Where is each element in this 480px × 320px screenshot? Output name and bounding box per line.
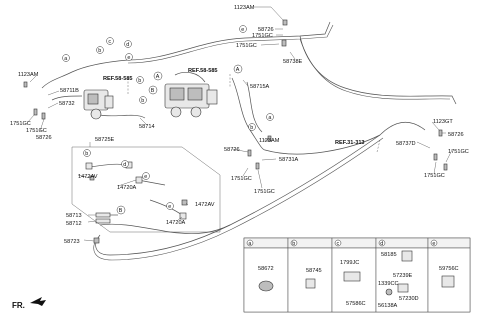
legend-letter-c: c: [337, 241, 340, 247]
legend-part-58672: 58672: [258, 266, 274, 272]
front-label: FR.: [12, 301, 25, 310]
bracket-icon: [343, 271, 361, 282]
hydraulic-unit-right: [164, 83, 218, 118]
legend-part-58745: 58745: [306, 268, 322, 274]
label-58723: 58723: [64, 239, 80, 245]
callout-d-1: d: [126, 42, 129, 48]
label-1751GC-m2: 1751GC: [254, 189, 275, 195]
holder-icon: [401, 250, 413, 262]
label-58713: 58713: [66, 213, 82, 219]
label-1123AM-left: 1123AM: [18, 72, 39, 78]
clip-icon: [305, 278, 316, 289]
bolt-icon: [385, 288, 393, 296]
clips: [23, 19, 448, 171]
label-1751GC-r2: 1751GC: [424, 173, 445, 179]
brake-pipe-routing: [41, 21, 457, 261]
legend-letter-a: a: [248, 241, 251, 247]
legend-table: a 58672 b 58745 c 1799JC 57586C d 58185 …: [243, 237, 471, 313]
callout-B-1: B: [151, 88, 155, 94]
part-labels: 1123AM 58726 1751GC 1751GC 58738E 1123AM…: [10, 5, 469, 245]
hose-assembly: [93, 212, 118, 244]
label-1751GC-m1: 1751GC: [231, 176, 252, 182]
callout-e-3: e: [144, 174, 147, 180]
label-1751GC-l2: 1751GC: [26, 128, 47, 134]
label-1751GC-top2: 1751GC: [236, 43, 257, 49]
label-58738E: 58738E: [283, 59, 303, 65]
label-58712: 58712: [66, 221, 82, 227]
label-1751GC-top1: 1751GC: [252, 33, 273, 39]
legend-part-56138A: 56138A: [378, 303, 398, 309]
legend-part-57239E: 57239E: [393, 273, 413, 279]
label-58726-r: 58726: [448, 132, 464, 138]
callout-letters: a b c d e b b A B A B a b e b d e e: [62, 25, 274, 215]
label-58731A: 58731A: [279, 157, 299, 163]
legend-part-58185: 58185: [381, 252, 397, 258]
label-58725E: 58725E: [95, 137, 115, 143]
hose-group-box: [71, 146, 221, 233]
callout-B-2: B: [119, 208, 123, 214]
label-58726-l: 58726: [36, 135, 52, 141]
callout-b-5: b: [85, 151, 88, 157]
label-1472AV-1: 1472AV: [78, 174, 98, 180]
label-58711B: 58711B: [60, 88, 79, 94]
callout-A-2: A: [236, 67, 240, 73]
hydraulic-unit-left: [83, 89, 114, 120]
label-14720A-2: 14720A: [166, 220, 186, 226]
label-58732: 58732: [59, 101, 75, 107]
grommet-icon: [258, 280, 274, 292]
label-58715A: 58715A: [250, 84, 270, 90]
legend-letter-d: d: [380, 241, 383, 247]
ref-58-585-left: REF.58-585: [103, 76, 133, 82]
label-58726-mid: 58726: [224, 147, 240, 153]
callout-a-1: a: [64, 56, 67, 62]
callout-A-1: A: [156, 74, 160, 80]
ref-58-585-right: REF.58-585: [188, 68, 218, 74]
callout-b-3: b: [141, 98, 144, 104]
legend-letter-b: b: [292, 241, 295, 247]
callout-a-2: a: [268, 115, 271, 121]
callout-d-2: d: [123, 162, 126, 168]
label-58737D: 58737D: [396, 141, 416, 147]
callout-b-2: b: [138, 78, 141, 84]
legend-part-57586C: 57586C: [346, 301, 366, 307]
legend-part-59756C: 59756C: [439, 266, 459, 272]
callout-e-4: e: [168, 204, 171, 210]
legend-part-57230D: 57230D: [399, 296, 419, 302]
label-1472AV-2: 1472AV: [195, 202, 215, 208]
front-orientation-mark: FR.: [12, 297, 46, 310]
label-1751GC-r1: 1751GC: [448, 149, 469, 155]
label-14720A-1: 14720A: [117, 185, 137, 191]
callout-c-1: c: [108, 39, 111, 45]
legend-part-1339CC: 1339CC: [378, 281, 399, 287]
callout-e-2: e: [241, 27, 244, 33]
clamp-icon: [441, 275, 455, 288]
label-1123AM-mid: 1123AM: [259, 138, 280, 144]
leader-lines: [27, 6, 453, 242]
legend-part-1799JC: 1799JC: [340, 260, 359, 266]
ref-31-313: REF.31-313: [335, 140, 365, 146]
legend-letter-e: e: [432, 241, 435, 247]
label-58714: 58714: [139, 124, 155, 130]
callout-e-1: e: [127, 55, 130, 61]
label-58726-top: 58726: [258, 27, 274, 33]
label-1751GC-l1: 1751GC: [10, 121, 31, 127]
label-1123AM-top: 1123AM: [234, 5, 255, 11]
front-arrow-icon: [30, 297, 46, 306]
callout-b-4: b: [250, 125, 253, 131]
label-1123GT: 1123GT: [433, 119, 453, 125]
callout-b-1: b: [98, 48, 101, 54]
